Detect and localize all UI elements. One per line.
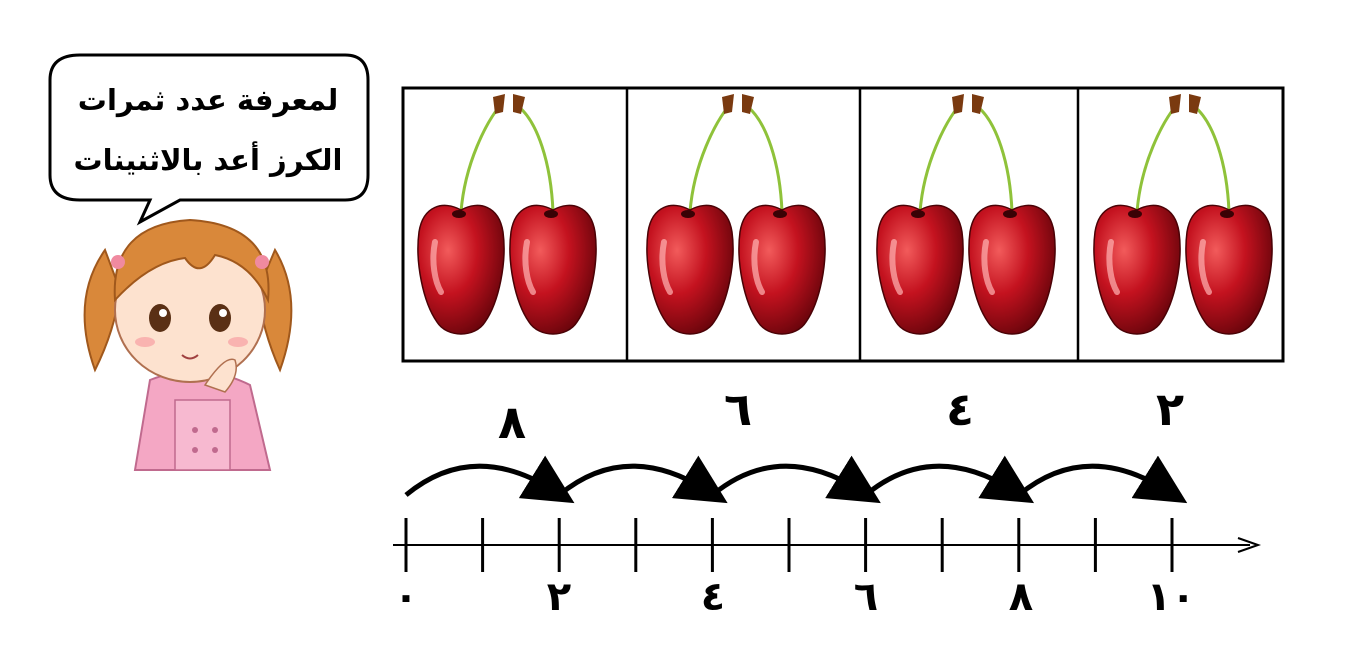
bubble-line-2: الكرز أعد بالاثنينات	[74, 141, 343, 177]
speech-bubble: لمعرفة عدد ثمرات الكرز أعد بالاثنينات	[48, 53, 370, 226]
box-count: ٨	[498, 395, 526, 449]
number-line-label: ٠	[394, 574, 418, 620]
box-count: ٢	[1156, 382, 1184, 436]
number-line-label: ٢	[547, 574, 571, 620]
jump-arrow-icon	[864, 455, 1035, 504]
jump-arrow-icon	[404, 455, 575, 504]
jump-arrow-icon	[710, 455, 881, 504]
number-line-label: ٨	[1009, 574, 1033, 620]
box-count: ٦	[724, 382, 752, 436]
number-line-label: ٤	[701, 574, 725, 620]
axis-arrow-icon	[1237, 537, 1262, 553]
number-line-label: ١٠	[1147, 574, 1196, 620]
number-line-labels: ٠ ٢ ٤ ٦ ٨ ١٠	[394, 574, 1196, 620]
girl-character-icon	[83, 218, 293, 471]
bubble-line-1: لمعرفة عدد ثمرات	[78, 83, 338, 117]
number-line-label: ٦	[854, 574, 878, 620]
number-line	[393, 455, 1262, 572]
cherry-boxes	[401, 86, 1285, 363]
box-count: ٤	[946, 382, 974, 436]
jump-arrow-icon	[557, 455, 728, 504]
box-counts: ٢ ٤ ٦ ٨	[498, 382, 1184, 449]
jump-arrow-icon	[1017, 455, 1188, 504]
